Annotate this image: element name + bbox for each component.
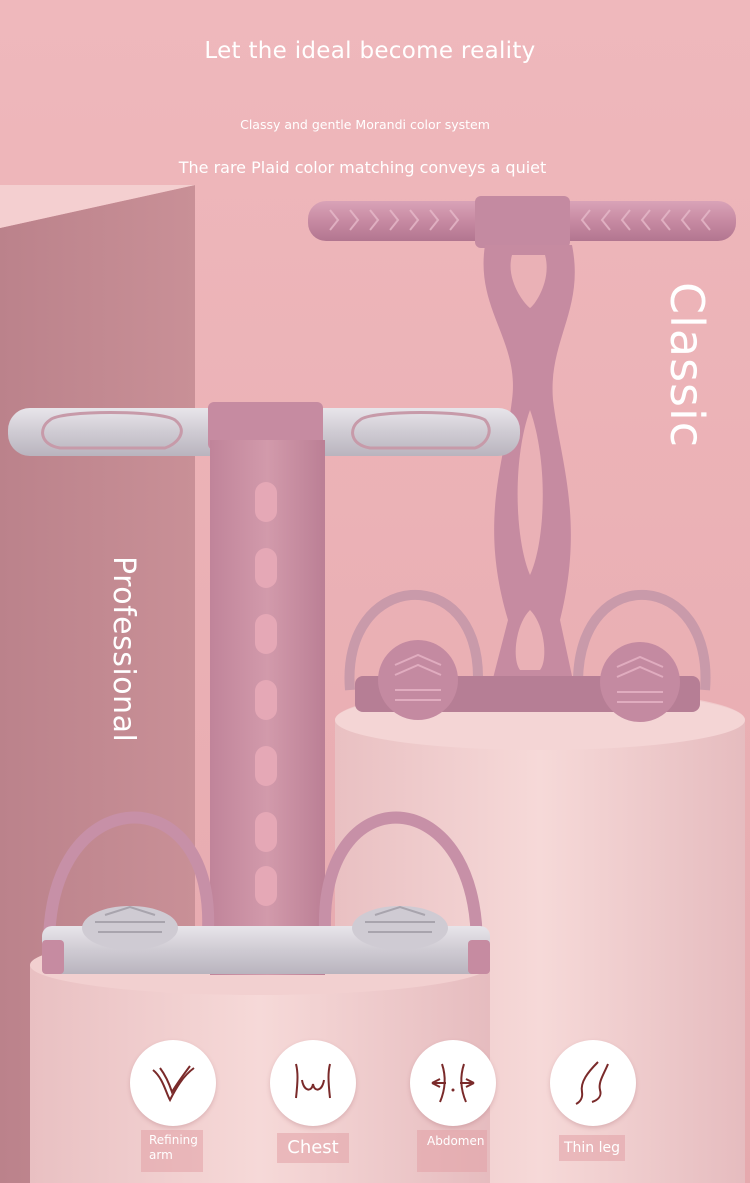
feature-label: Thin leg [559,1135,625,1161]
feature-circle [130,1040,216,1126]
feature-abdomen: Abdomen [403,1040,503,1175]
feature-refining-arm: Refining arm [123,1040,223,1175]
feature-label: Abdomen [417,1130,487,1172]
subheadline-plaid: The rare Plaid color matching conveys a … [178,158,547,177]
feature-thin-leg: Thin leg [543,1040,643,1175]
feature-label: Refining arm [141,1130,203,1172]
feature-chest: Chest [263,1040,363,1175]
leg-icon [575,1061,609,1105]
chest-icon [295,1063,331,1099]
feature-circle [270,1040,356,1126]
abdomen-icon [431,1063,475,1103]
feature-label: Chest [277,1133,349,1163]
arm-icon [152,1065,195,1103]
headline: Let the ideal become reality [204,38,536,64]
feature-circle [410,1040,496,1126]
vertical-word-classic: Classic [660,282,714,449]
feature-circle [550,1040,636,1126]
vertical-word-professional: Professional [106,556,141,743]
subheadline-color-system: Classy and gentle Morandi color system [240,117,490,132]
